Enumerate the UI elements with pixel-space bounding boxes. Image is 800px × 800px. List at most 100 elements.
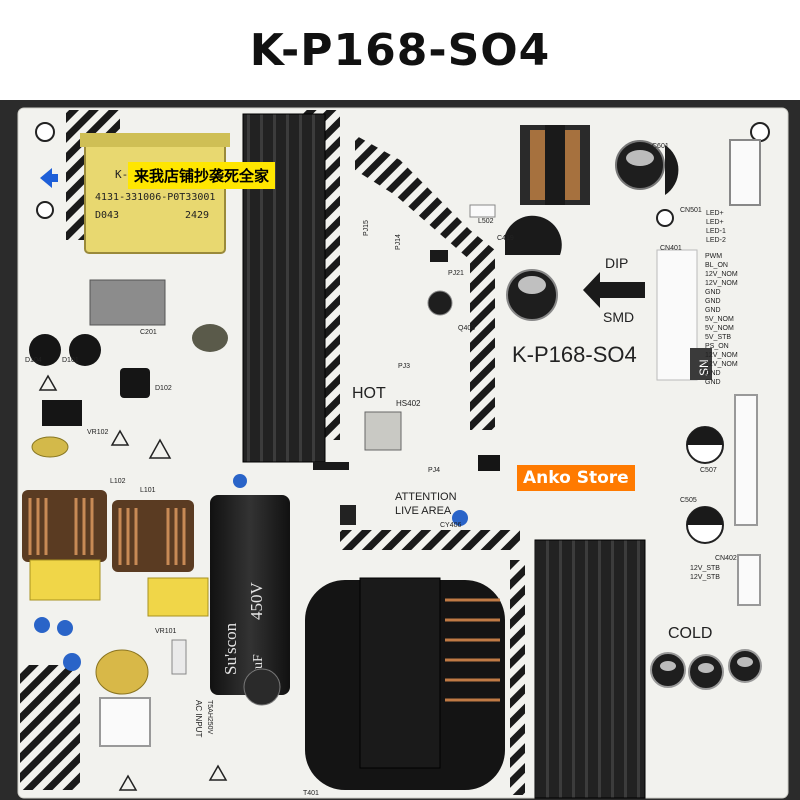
y-capacitor — [57, 620, 73, 636]
ref-t401: T401 — [303, 790, 319, 797]
warning-triangle-icon — [118, 774, 138, 791]
diode-d102 — [120, 368, 150, 398]
mount-hole — [36, 201, 54, 219]
ref-d102: D102 — [155, 385, 172, 392]
led-pin-labels: LED+ LED+ LED-1 LED-2 — [706, 210, 726, 244]
x-capacitor — [29, 559, 101, 601]
dip-smd-arrow — [583, 272, 645, 308]
ac-input-text: AC INPUT — [194, 700, 203, 737]
warning-triangle-icon — [110, 429, 130, 446]
pin-label: GND — [705, 289, 721, 296]
transformer-text4: 2429 — [185, 210, 209, 221]
bridge-rectifier — [89, 279, 166, 326]
store-watermark: Anko Store — [517, 465, 635, 491]
connector-cn401 — [734, 394, 758, 526]
pin-label: PS_ON — [705, 343, 729, 350]
capacitor-text2: 450V — [247, 582, 266, 621]
ref-l502: L502 — [478, 218, 494, 225]
hot-label: HOT — [352, 385, 386, 402]
pin-label: LED-1 — [706, 228, 726, 235]
warning-triangles — [38, 374, 228, 791]
inductor-l502 — [469, 204, 496, 218]
pin-label: GND — [705, 307, 721, 314]
pin-label: 12V_NOM — [705, 271, 738, 278]
ref-cy406: CY406 — [440, 522, 462, 529]
pin-label: 5V_NOM — [705, 325, 734, 332]
attention-line2: LIVE AREA — [395, 505, 452, 517]
std-pin: 12V_STB — [690, 565, 720, 572]
diode-d101 — [69, 334, 101, 366]
page-title: K-P168-SO4 — [249, 24, 551, 76]
hs402-block — [364, 411, 402, 451]
smd-part — [313, 462, 349, 470]
ref-pj21: PJ21 — [448, 270, 464, 277]
resistor — [340, 505, 356, 525]
ref-d104: D104 — [25, 357, 42, 364]
pin-label: LED+ — [706, 210, 724, 217]
pcb-board-illustration: K-TFQ 4131-331006-P0T33001 D043 2429 AC … — [17, 107, 789, 799]
sn-label: SN — [697, 359, 711, 376]
inductor-l102 — [22, 490, 107, 562]
ref-c505: C505 — [680, 497, 697, 504]
chinese-watermark: 来我店铺抄袭死全家 — [128, 162, 276, 189]
pin-label: 12V_NOM — [705, 280, 738, 287]
y-capacitor — [233, 474, 247, 488]
mount-hole — [35, 122, 55, 142]
cap-silkscreen — [505, 215, 562, 255]
ref-c201: C201 — [140, 329, 157, 336]
capacitor-text1: Su'scon — [221, 622, 240, 675]
ref-cn401: CN401 — [660, 245, 682, 252]
ref-vr102: VR102 — [87, 429, 109, 436]
ref-pj4: PJ4 — [428, 467, 440, 474]
electrolytic-cap-small — [427, 290, 453, 316]
fuse-text: T5AH250V — [206, 700, 213, 735]
diode-d104 — [29, 334, 61, 366]
smd-ic — [478, 455, 500, 471]
cold-label: COLD — [668, 625, 712, 642]
isolation-barrier — [355, 135, 495, 430]
smd-label: SMD — [603, 309, 634, 325]
ref-hs402: HS402 — [396, 399, 421, 408]
attention-line1: ATTENTION — [395, 491, 457, 503]
ref-l101: L101 — [140, 487, 156, 494]
y-capacitor — [452, 510, 468, 526]
ref-q403: Q403 — [458, 325, 475, 332]
ref-pj14: PJ14 — [395, 234, 402, 250]
isolation-barrier — [510, 560, 525, 795]
pin-label: 12V_NOM — [705, 352, 738, 359]
warning-triangle-icon — [38, 374, 58, 391]
connector-cn501 — [729, 139, 761, 206]
pin-label: 12V_NOM — [705, 361, 738, 368]
pcb-photo: K-TFQ 4131-331006-P0T33001 D043 2429 AC … — [0, 100, 800, 800]
warning-triangle-icon — [208, 764, 228, 781]
mount-hole — [750, 122, 770, 142]
mount-hole — [656, 209, 674, 227]
board-model-silkscreen: K-P168-SO4 — [512, 342, 637, 367]
secondary-heatsink — [534, 539, 646, 799]
yellow-disc-cap — [95, 649, 149, 695]
pin-label: LED+ — [706, 219, 724, 226]
fuse — [171, 639, 187, 675]
ref-l102: L102 — [110, 478, 126, 485]
ref-d101: D101 — [62, 357, 79, 364]
cap-silkscreen — [665, 145, 679, 195]
electrolytic-cap — [243, 668, 281, 706]
isolation-barrier — [340, 530, 520, 550]
transformer-text2: 4131-331006-P0T33001 — [95, 192, 215, 203]
ref-vr101: VR101 — [155, 628, 177, 635]
sn-tag — [690, 348, 712, 380]
pin-label: GND — [705, 379, 721, 386]
mosfet — [42, 400, 82, 426]
dip-label: DIP — [605, 255, 628, 271]
pin-label: PWM — [705, 253, 722, 260]
ref-cn402: CN402 — [715, 555, 737, 562]
thermistor — [192, 324, 228, 352]
ref-cn501: CN501 — [680, 207, 702, 214]
pin-label: LED-2 — [706, 237, 726, 244]
x-capacitor — [147, 577, 209, 617]
ref-c507: C507 — [700, 467, 717, 474]
std-pin: 12V_STB — [690, 574, 720, 581]
ref-pj15: PJ15 — [363, 220, 370, 236]
isolation-barrier — [20, 665, 80, 790]
pin-label: GND — [705, 298, 721, 305]
